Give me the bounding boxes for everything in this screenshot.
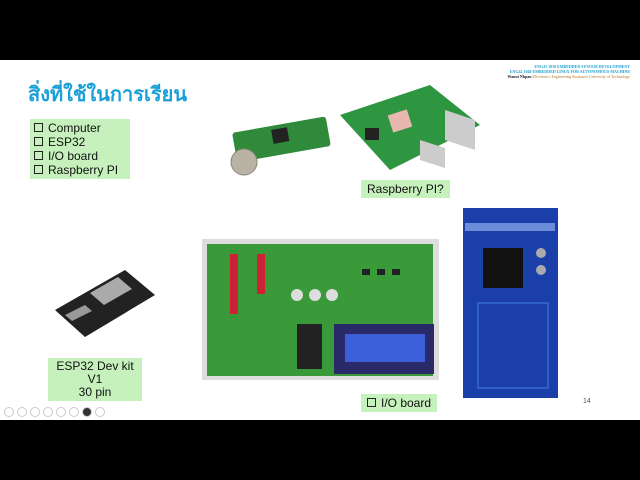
checkbox-icon	[34, 165, 43, 174]
pen-button[interactable]	[30, 407, 40, 417]
list-item: ESP32	[34, 135, 126, 149]
checkbox-icon	[34, 137, 43, 146]
io-board-image	[202, 239, 439, 380]
list-item: Raspberry PI	[34, 163, 126, 177]
list-item: I/O board	[34, 149, 126, 163]
zoom-button[interactable]	[56, 407, 66, 417]
more-options-button[interactable]	[95, 407, 105, 417]
course-line-2: ENG42 1040 EMBEDDED LINUX FOR AUTONOMOUS…	[509, 69, 630, 74]
equipment-checklist: Computer ESP32 I/O board Raspberry PI	[30, 119, 130, 179]
list-item: Computer	[34, 121, 126, 135]
checkbox-icon	[34, 151, 43, 160]
esp32-devkit-image	[55, 270, 155, 337]
page-number: 14	[583, 398, 591, 405]
author: Wanut Nhpan	[507, 74, 532, 79]
affiliation: Electronics Engineering Suranaree Univer…	[532, 74, 630, 79]
slideshow-controls	[4, 407, 105, 417]
checkbox-icon	[367, 398, 376, 407]
pcb-layout-image	[463, 208, 558, 398]
camera-button[interactable]	[82, 407, 92, 417]
slide-title: สิ่งที่ใช้ในการเรียน	[28, 82, 187, 106]
previous-slide-button[interactable]	[4, 407, 14, 417]
subtitles-button[interactable]	[69, 407, 79, 417]
course-header: ENG41 1010 EMBEDDED SYSTEM DEVELOPMENT E…	[507, 64, 630, 79]
pointer-button[interactable]	[43, 407, 53, 417]
caption-io-board: I/O board	[361, 394, 438, 412]
next-slide-button[interactable]	[17, 407, 27, 417]
course-line-1: ENG41 1010 EMBEDDED SYSTEM DEVELOPMENT	[534, 64, 630, 69]
checkbox-icon	[34, 123, 43, 132]
slide: สิ่งที่ใช้ในการเรียน ENG41 1010 EMBEDDED…	[0, 60, 640, 420]
raspberry-pi-4-image	[340, 85, 480, 170]
caption-raspberry-pi: Raspberry PI?	[361, 180, 450, 198]
raspberry-pi-zero-image	[230, 116, 331, 176]
